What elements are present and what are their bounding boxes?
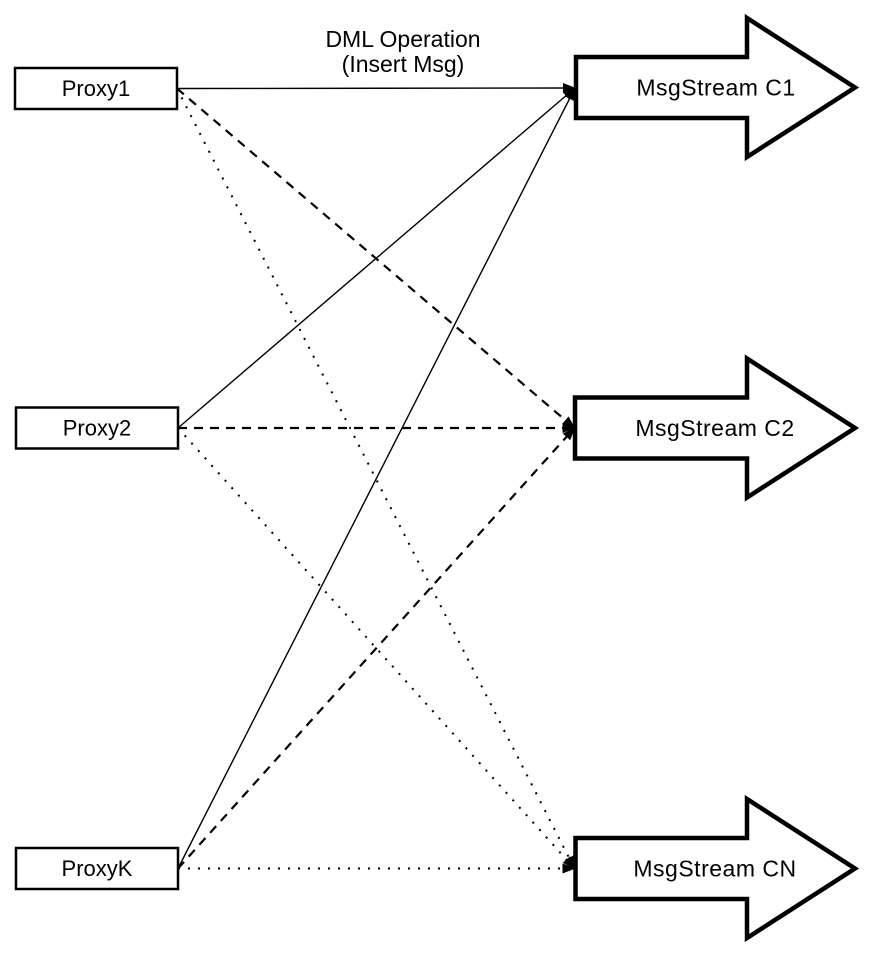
node-proxy2: Proxy2 [14, 406, 180, 450]
connection-proxy1-c2 [176, 87, 576, 429]
node-msgstream-cn: MsgStream CN [573, 794, 860, 943]
proxy2-label: Proxy2 [63, 416, 131, 441]
msgstream-c1-arrow [573, 13, 860, 162]
connection-proxy1-c1 [176, 83, 576, 94]
node-proxyk: ProxyK [14, 846, 180, 891]
node-proxy1: Proxy1 [13, 66, 179, 111]
proxy2-box [14, 406, 180, 450]
connection-proxyk-c2 [177, 427, 576, 870]
diagram-title: DML Operation (Insert Msg) [325, 26, 480, 77]
proxyk-box [14, 846, 180, 891]
msgstream-c1-label: MsgStream C1 [636, 75, 795, 101]
proxy1-box [13, 66, 179, 111]
msgstream-cn-arrow [573, 794, 860, 943]
node-msgstream-c2: MsgStream C2 [572, 354, 860, 502]
msgstream-c2-arrow [572, 354, 860, 502]
title-line1: DML Operation [325, 26, 480, 52]
msgstream-cn-label: MsgStream CN [633, 856, 796, 882]
proxyk-label: ProxyK [62, 856, 133, 881]
proxy1-label: Proxy1 [62, 76, 130, 101]
title-line2: (Insert Msg) [342, 51, 465, 77]
node-msgstream-c1: MsgStream C1 [573, 13, 860, 162]
msgstream-c2-label: MsgStream C2 [635, 415, 794, 441]
connection-proxyk-c1 [177, 87, 576, 869]
connector-lines [176, 83, 576, 874]
